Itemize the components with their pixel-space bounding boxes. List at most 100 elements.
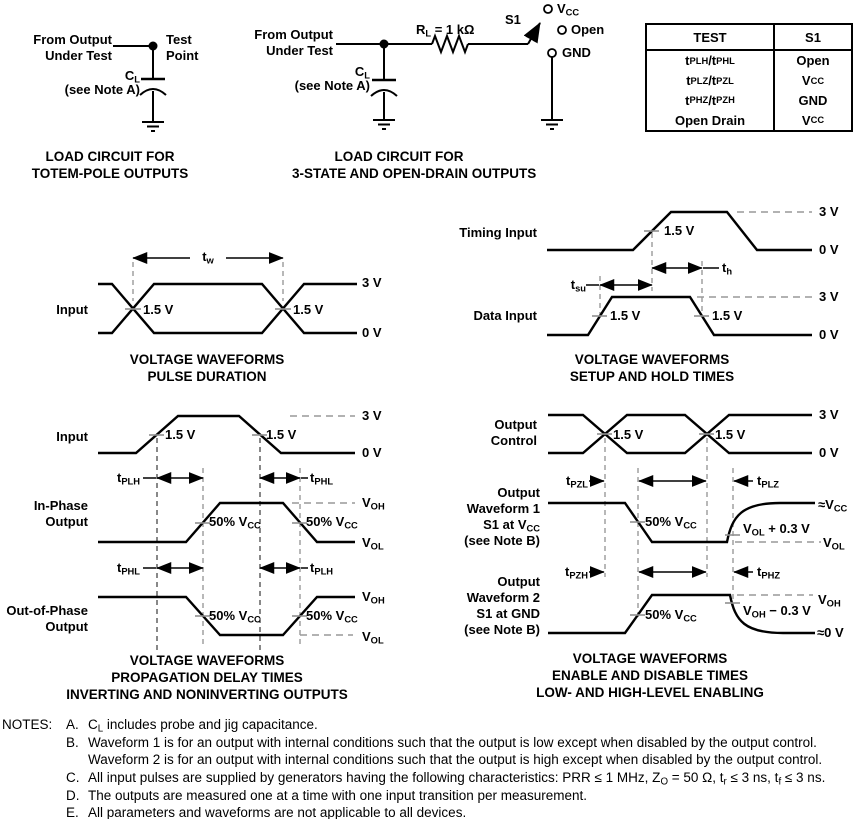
- ground-icon: [541, 119, 563, 130]
- timing-input-label: Timing Input: [459, 225, 537, 240]
- fifty-pct-label: 50% VCC: [645, 514, 697, 531]
- table-header-row: TEST S1: [647, 25, 851, 51]
- note-c-text: All input pulses are supplied by generat…: [88, 770, 826, 788]
- note-d-text: The outputs are measured one at a time w…: [88, 788, 588, 803]
- level-0v-label: 0 V: [362, 445, 382, 460]
- output-waveform2-label: Output Waveform 2 S1 at GND (see Note B): [464, 574, 540, 637]
- enable-disable-art: [548, 413, 821, 635]
- circuit2-cl-label: CL: [354, 64, 370, 81]
- vol-label: VOL: [362, 629, 384, 646]
- rl-label: RL = 1 kΩ: [416, 22, 475, 39]
- pulse-duration-art: [98, 252, 357, 335]
- level-0v-label: 0 V: [819, 445, 839, 460]
- approx-vcc-label: ≈VCC: [818, 497, 848, 514]
- out-of-phase-output-label: Out-of-Phase Output: [6, 603, 88, 634]
- prop-delay-caption: VOLTAGE WAVEFORMS PROPAGATION DELAY TIME…: [66, 653, 348, 702]
- note-letter: C.: [66, 770, 80, 785]
- tplz-label: tPLZ: [757, 473, 779, 490]
- switch-terminal-vcc: [543, 4, 553, 14]
- level-3v-label: 3 V: [362, 408, 382, 423]
- vol-label: VOL: [823, 535, 845, 552]
- ground-icon: [142, 121, 164, 132]
- threshold-label: 1.5 V: [266, 427, 297, 442]
- circuit1-note-label: (see Note A): [64, 82, 140, 97]
- ground-icon: [373, 119, 395, 130]
- level-3v-label: 3 V: [362, 275, 382, 290]
- note-a-text: CL includes probe and jig capacitance.: [88, 717, 318, 735]
- voh-label: VOH: [818, 592, 841, 609]
- open-terminal-label: Open: [571, 22, 605, 37]
- circuit2-source-label: From Output Under Test: [254, 27, 333, 58]
- tw-label: tw: [202, 249, 214, 266]
- data-input-label: Data Input: [473, 308, 537, 323]
- pulse-input-label: Input: [56, 302, 88, 317]
- notes-label: NOTES:: [2, 717, 53, 732]
- enable-disable-caption: VOLTAGE WAVEFORMS ENABLE AND DISABLE TIM…: [536, 651, 764, 700]
- level-0v-label: 0 V: [819, 327, 839, 342]
- propdelay-input-label: Input: [56, 429, 88, 444]
- capacitor-icon: [139, 77, 167, 96]
- level-3v-label: 3 V: [819, 407, 839, 422]
- level-3v-label: 3 V: [819, 204, 839, 219]
- prop-delay-art: [98, 414, 355, 650]
- threshold-label: 1.5 V: [293, 302, 324, 317]
- note-b-text-line1: Waveform 1 is for an output with interna…: [88, 735, 817, 750]
- note-e-text: All parameters and waveforms are not app…: [88, 805, 467, 819]
- gnd-terminal-label: GND: [562, 45, 591, 60]
- level-3v-label: 3 V: [819, 289, 839, 304]
- table-header-s1: S1: [805, 29, 821, 45]
- voh-label: VOH: [362, 589, 385, 606]
- threshold-label: 1.5 V: [715, 427, 746, 442]
- threshold-label: 1.5 V: [613, 427, 644, 442]
- tpzh-label: tPZH: [564, 564, 588, 581]
- threshold-label: 1.5 V: [664, 223, 695, 238]
- tphl-label: tPHL: [116, 560, 140, 577]
- circuit1-caption: LOAD CIRCUIT FOR TOTEM-POLE OUTPUTS: [31, 149, 189, 181]
- tsu-label: tsu: [570, 277, 586, 294]
- circuit1-cl-label: CL: [124, 68, 140, 85]
- output-control-label: Output Control: [490, 417, 537, 448]
- circuit2-caption: LOAD CIRCUIT FOR 3-STATE AND OPEN-DRAIN …: [292, 149, 537, 181]
- pulse-caption: VOLTAGE WAVEFORMS PULSE DURATION: [129, 352, 285, 384]
- voh-label: VOH: [362, 495, 385, 512]
- vcc-terminal-label: VCC: [557, 1, 580, 18]
- note-letter: A.: [66, 717, 79, 732]
- note-b-text-line2: Waveform 2 is for an output with interna…: [88, 752, 823, 767]
- tphl-label: tPHL: [310, 470, 334, 487]
- level-0v-label: 0 V: [819, 242, 839, 257]
- tplh-label: tPLH: [310, 560, 334, 577]
- threshold-label: 1.5 V: [165, 427, 196, 442]
- fifty-pct-label: 50% VCC: [306, 514, 358, 531]
- setup-hold-caption: VOLTAGE WAVEFORMS SETUP AND HOLD TIMES: [569, 352, 735, 384]
- approx-0v-label: ≈0 V: [817, 625, 844, 640]
- s1-label: S1: [505, 12, 521, 27]
- switch-terminal-open: [557, 25, 567, 35]
- fifty-pct-label: 50% VCC: [209, 514, 261, 531]
- threshold-label: 1.5 V: [712, 308, 743, 323]
- in-phase-output-label: In-Phase Output: [33, 498, 88, 529]
- circuit1-source-label: From Output Under Test: [33, 32, 112, 63]
- tpzl-label: tPZL: [566, 473, 588, 490]
- threshold-label: 1.5 V: [143, 302, 174, 317]
- tplh-label: tPLH: [116, 470, 140, 487]
- vol-label: VOL: [362, 535, 384, 552]
- three-state-circuit-art: [336, 4, 567, 130]
- fifty-pct-label: 50% VCC: [306, 608, 358, 625]
- capacitor-icon: [370, 78, 398, 97]
- th-label: th: [722, 260, 733, 277]
- voh-minus-label: VOH − 0.3 V: [743, 603, 811, 620]
- tphz-label: tPHZ: [757, 564, 781, 581]
- table-header-test: TEST: [647, 25, 775, 49]
- switch-icon: [523, 22, 541, 45]
- setup-hold-art: [547, 210, 812, 337]
- note-letter: B.: [66, 735, 79, 750]
- fifty-pct-label: 50% VCC: [645, 607, 697, 624]
- test-point-label: Test Point: [166, 32, 199, 63]
